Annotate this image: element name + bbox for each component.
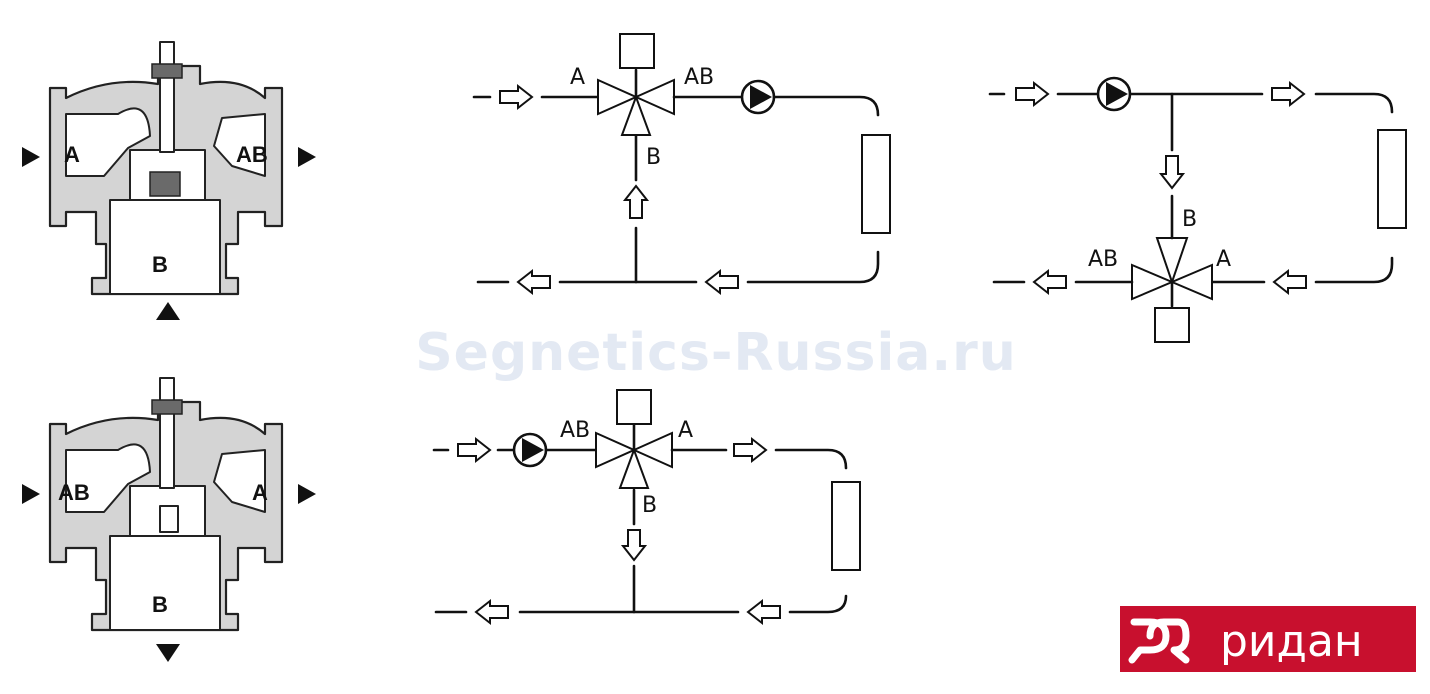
scheme-right-label-a: A <box>1216 247 1231 272</box>
scheme-right-label-b: B <box>1182 207 1197 232</box>
scheme-bottom-line-to-consumer <box>774 448 848 470</box>
scheme-top-label-ab: AB <box>684 65 714 90</box>
scheme-right-label-ab: AB <box>1088 247 1118 272</box>
valve-bottom-outlet-b-arrow <box>156 644 180 662</box>
valve-top-inlet-a-arrow <box>22 147 40 167</box>
scheme-top-label-b: B <box>646 145 661 170</box>
scheme-top-bypass-arrow <box>622 184 650 219</box>
valve-top-port-a-passage <box>65 107 151 177</box>
brand-logo: ридан <box>1120 606 1416 672</box>
scheme-top-pump-icon <box>750 85 772 109</box>
scheme-right-flow-arrow <box>1271 80 1306 108</box>
valve-bottom-gland <box>151 399 183 415</box>
scheme-top-return-arrow-2 <box>516 268 551 296</box>
scheme-bottom-valve-port-b <box>618 447 650 489</box>
scheme-top-valve-port-b <box>620 94 652 136</box>
scheme-right-valve-port-a <box>1169 263 1213 301</box>
scheme-right-return-line <box>1314 256 1394 284</box>
valve-bottom-port-ab-passage <box>65 443 151 513</box>
scheme-bottom-flow-arrow <box>733 436 768 464</box>
scheme-bottom-valve-port-a <box>631 431 673 469</box>
scheme-top-actuator <box>619 33 655 69</box>
valve-bottom-outlet-a-arrow <box>298 484 316 504</box>
scheme-bottom-pump-icon <box>522 438 544 462</box>
valve-top-label-b: B <box>152 252 168 277</box>
scheme-bottom-label-a: A <box>678 418 693 443</box>
valve-bottom-stem <box>159 377 175 489</box>
valve-bottom-inlet-ab-arrow <box>22 484 40 504</box>
scheme-bottom-actuator <box>616 389 652 425</box>
scheme-top-valve-port-ab <box>633 78 675 116</box>
valve-top-port-b-passage <box>109 199 221 295</box>
valve-top-gland <box>151 63 183 79</box>
scheme-bottom-consumer <box>831 481 861 571</box>
scheme-bottom-valve-port-ab <box>595 431 637 469</box>
watermark: Segnetics-Russia.ru <box>415 323 1017 383</box>
scheme-right-consumer <box>1377 129 1407 229</box>
scheme-top-supply-arrow <box>499 83 534 111</box>
scheme-bottom-bypass-arrow <box>620 529 648 562</box>
scheme-top-return-line <box>746 250 880 284</box>
logo-mark-icon <box>1128 618 1190 664</box>
valve-top-inlet-b-arrow <box>156 302 180 320</box>
valve-bottom-diverting: AB A B <box>22 377 316 662</box>
logo-text: ридан <box>1220 616 1363 667</box>
scheme-bottom-return-arrow-2 <box>474 598 509 626</box>
valve-bottom-port-a-passage <box>213 449 266 513</box>
valve-bottom-seat <box>159 505 179 533</box>
valve-top-outlet-ab-arrow <box>298 147 316 167</box>
valve-bottom-label-a: A <box>252 480 268 505</box>
valve-bottom-label-b: B <box>152 592 168 617</box>
scheme-bottom-label-ab: AB <box>560 418 590 443</box>
valve-top-label-a: A <box>64 142 80 167</box>
scheme-top-label-a: A <box>570 65 585 90</box>
scheme-bottom-circuit: AB A B <box>432 389 861 626</box>
scheme-right-branch-arrow <box>1158 155 1186 190</box>
valve-bottom-label-ab: AB <box>58 480 90 505</box>
scheme-right-line-2 <box>1314 92 1394 114</box>
scheme-right-valve-port-ab <box>1131 263 1175 301</box>
scheme-top-consumer <box>861 134 891 234</box>
scheme-right-supply-arrow <box>1015 80 1050 108</box>
scheme-bottom-return-line <box>788 594 848 614</box>
scheme-bottom-label-b: B <box>642 493 657 518</box>
valve-top-seat <box>149 171 181 197</box>
valve-top-label-ab: AB <box>236 142 268 167</box>
scheme-top-line-to-consumer <box>772 95 880 117</box>
scheme-right-pump-icon <box>1106 82 1128 106</box>
scheme-top-return-arrow-1 <box>704 268 739 296</box>
scheme-right-circuit: A AB B <box>988 76 1407 343</box>
scheme-bottom-return-arrow-1 <box>746 598 781 626</box>
scheme-right-return-arrow-2 <box>1032 268 1067 296</box>
valve-top-stem <box>159 41 175 153</box>
scheme-top-mixing-circuit: A AB B <box>472 33 891 296</box>
valve-top-port-ab-passage <box>213 113 266 177</box>
valve-top-mixing: A AB B <box>22 41 316 320</box>
scheme-right-return-arrow-1 <box>1272 268 1307 296</box>
scheme-bottom-supply-arrow <box>457 436 492 464</box>
scheme-right-valve-port-b <box>1155 237 1189 286</box>
scheme-top-valve-port-a <box>597 78 639 116</box>
scheme-right-actuator <box>1154 307 1190 343</box>
